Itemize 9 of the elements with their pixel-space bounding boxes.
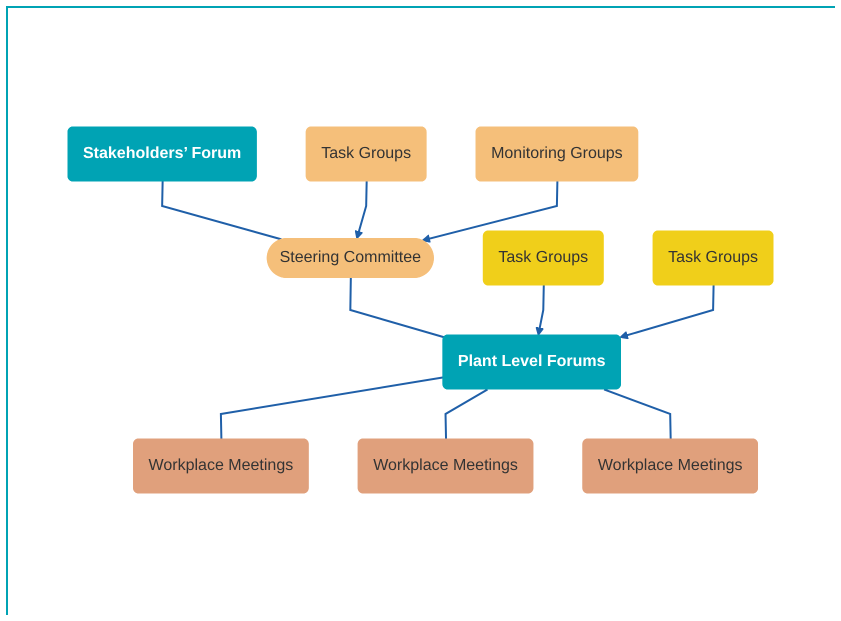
arrow	[421, 181, 558, 243]
connector	[160, 181, 282, 241]
arrow	[534, 285, 544, 336]
connector	[603, 388, 672, 440]
arrow	[619, 285, 714, 340]
connector	[348, 278, 444, 338]
connector	[444, 388, 488, 440]
connector	[219, 376, 444, 440]
arrow	[354, 181, 368, 240]
